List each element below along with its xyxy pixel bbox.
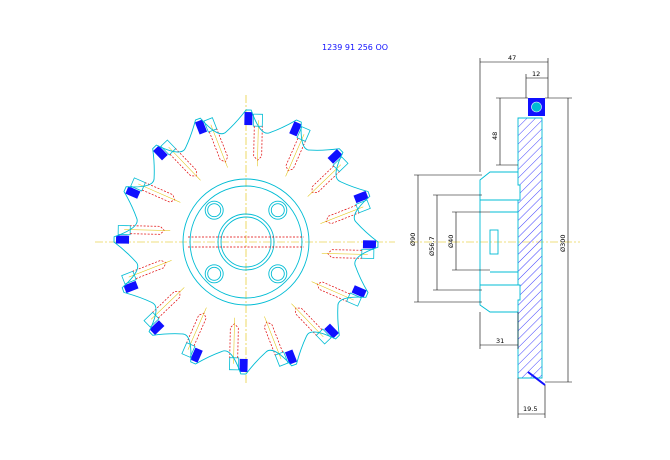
dim-text-hub-width: 31 [496, 337, 504, 345]
side-section-view: 47 12 48 Ø90 Ø56.7 Ø40 Ø300 31 [409, 54, 580, 418]
keyway-slot [489, 229, 499, 255]
cutting-insert [327, 149, 343, 164]
screw-axis-line [187, 307, 207, 350]
tooth [181, 307, 207, 363]
cutting-insert [362, 240, 377, 249]
bolt-holes [204, 200, 288, 284]
dim-text-outer-diameter: Ø300 [559, 234, 567, 252]
insert-bottom [527, 371, 546, 386]
bolt-hole [204, 200, 224, 220]
tooth [125, 177, 181, 203]
screw-axis-line [257, 120, 259, 167]
insert-pocket [252, 113, 263, 127]
insert-pocket [143, 311, 160, 328]
screw-axis-line [311, 281, 354, 301]
bolt-hole [268, 264, 288, 284]
tooth [321, 240, 377, 259]
dim-text-bore-mid: Ø56.7 [428, 236, 436, 256]
tooth [143, 287, 185, 335]
cutting-insert [190, 347, 203, 363]
insert-pocket [361, 248, 375, 259]
screw-axis-line [264, 316, 282, 360]
tooth [291, 303, 339, 345]
hub-profile [479, 171, 518, 313]
tooth [311, 281, 367, 307]
bolt-hole-inner [207, 266, 222, 281]
tooth [320, 190, 371, 225]
bolt-hole [268, 200, 288, 220]
screw-axis-line [168, 146, 201, 181]
bolt-hole [204, 264, 224, 284]
screw-axis-line [210, 124, 228, 168]
tooth [307, 149, 349, 197]
screw-axis-line [291, 303, 324, 338]
cutter-body-outline [113, 109, 379, 375]
screw-axis-line [124, 229, 171, 231]
front-view [95, 95, 395, 385]
insert-pocket [181, 342, 196, 358]
cutting-insert [289, 121, 302, 137]
insert-pocket [121, 270, 137, 285]
insert-pocket [296, 126, 311, 142]
insert-pocket [117, 225, 131, 236]
insert-pocket [203, 117, 218, 133]
dim-text-base-width: 19.5 [523, 405, 537, 413]
cutting-insert [351, 285, 367, 298]
dim-text-bore-outer: Ø90 [409, 233, 417, 246]
cutting-insert [115, 235, 130, 244]
cutting-insert [353, 190, 369, 204]
hub-recess-circle [189, 185, 303, 299]
tooth [115, 225, 171, 244]
insert-pocket [346, 292, 362, 307]
drawing-title: 1239 91 256 ОО [322, 43, 388, 52]
bolt-hole-inner [270, 266, 285, 281]
insert-pocket [229, 357, 240, 371]
cutting-insert [244, 111, 253, 126]
screw-axis-line [233, 317, 235, 364]
center-bore [217, 213, 275, 271]
tooth [263, 316, 298, 367]
screw-axis-line [150, 287, 185, 320]
tooth [121, 259, 172, 294]
insert-pocket [355, 199, 371, 214]
cutting-insert [123, 280, 139, 294]
cutting-insert [153, 145, 168, 161]
dim-text-bore-inner: Ø40 [447, 235, 455, 248]
cutting-insert [149, 320, 165, 335]
tooth [153, 139, 201, 181]
tooth [285, 121, 311, 177]
hub-outer-circle [182, 178, 310, 306]
bolt-hole-inner [207, 203, 222, 218]
screw-axis-line [321, 253, 368, 255]
dim-text-top-step: 12 [532, 70, 540, 78]
tooth [194, 117, 229, 168]
insert-pocket [160, 139, 177, 156]
section-hatched-body [517, 117, 543, 379]
cutting-insert [324, 323, 339, 339]
insert-pocket [130, 177, 146, 192]
cutting-insert [125, 186, 141, 199]
insert-screw-icon [531, 101, 542, 113]
tooth [229, 317, 248, 373]
insert-pocket [332, 156, 349, 173]
cutting-insert [284, 349, 298, 365]
cutting-insert [194, 119, 208, 135]
insert-pocket [315, 328, 332, 345]
dim-text-overall-width: 47 [508, 54, 516, 62]
bolt-hole-inner [270, 203, 285, 218]
center-bore-inner [220, 216, 272, 268]
screw-axis-line [128, 260, 172, 278]
screw-axis-line [320, 206, 364, 224]
dim-text-shoulder-height: 48 [491, 132, 499, 140]
tooth [244, 111, 263, 167]
screw-axis-line [307, 164, 342, 197]
cutter-teeth [115, 111, 377, 373]
cutting-insert [239, 358, 248, 373]
insert-pocket [274, 351, 289, 367]
screw-axis-line [285, 134, 305, 177]
screw-axis-line [138, 183, 181, 203]
